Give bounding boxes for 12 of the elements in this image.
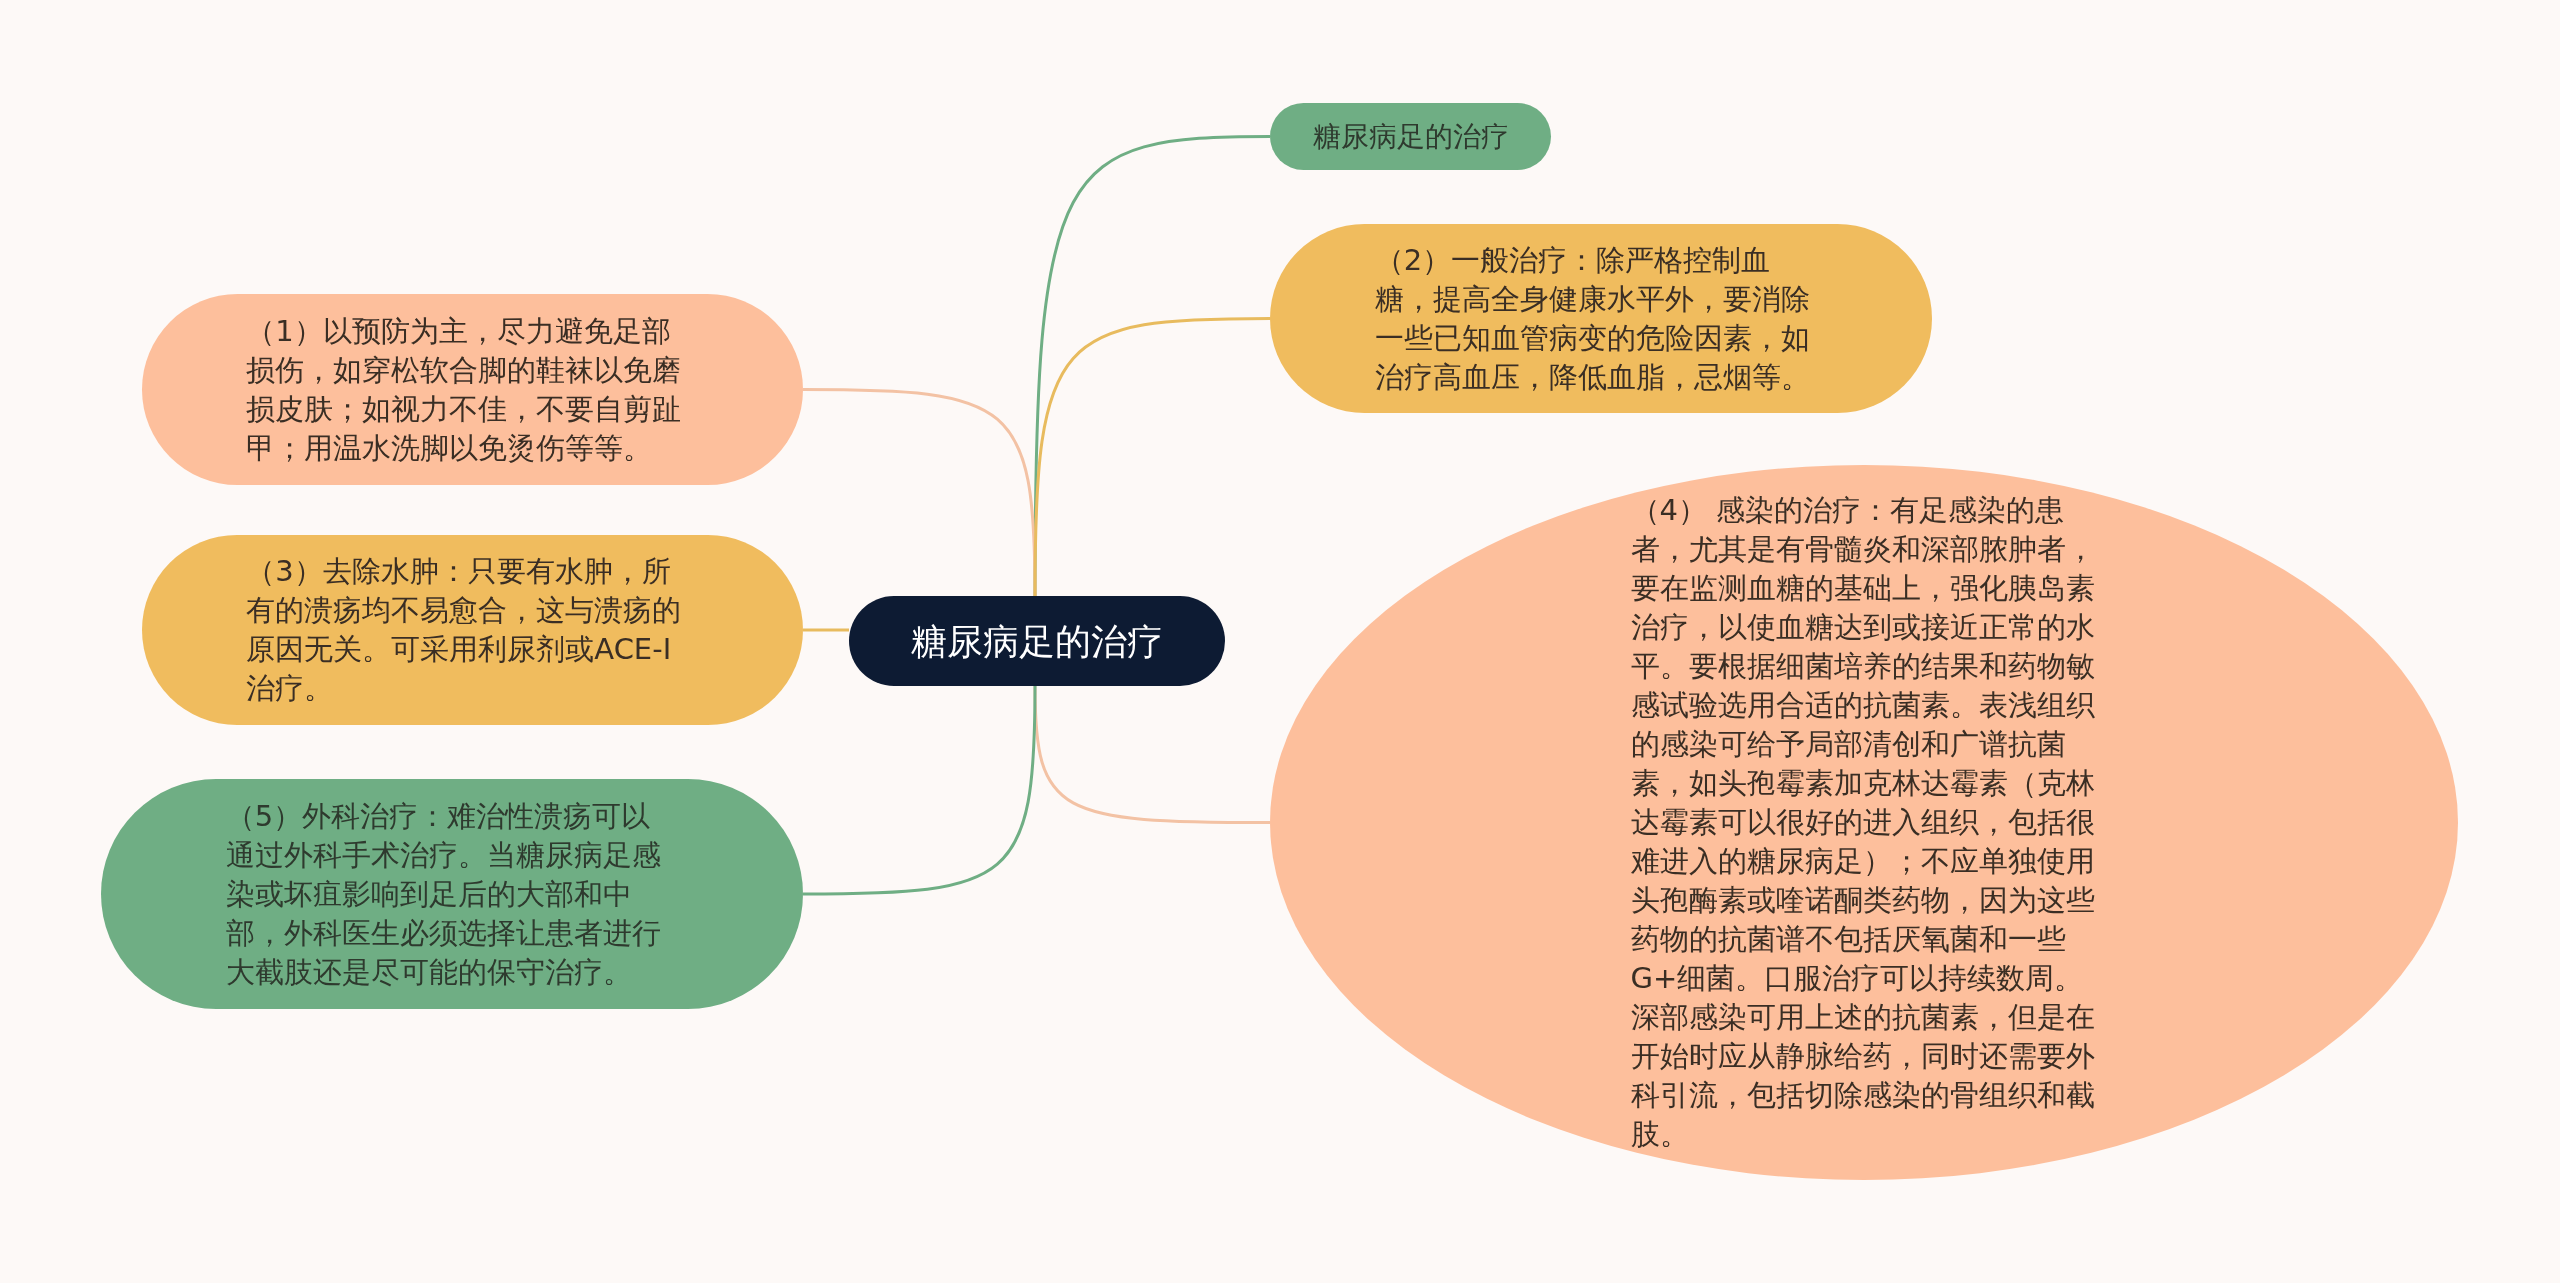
topic-text: 糖尿病足的治疗 [911,621,1163,661]
branch-line [803,686,1037,896]
topic-text: （2）一般治疗：除严格控制血糖，提高全身健康水平外，要消除一些已知血管病变的危险因素，如治疗高血压，降低血脂，忌烟等。 [1374,241,1811,396]
topic-text: （5）外科治疗：难治性溃疡可以通过外科手术治疗。当糖尿病足感染或坏疽影响到足后的大部和中部，外科医生必须选择让患者进行大截肢还是尽可能的保守治疗。 [225,797,662,991]
topic-text: （3）去除水肿：只要有水肿，所有的溃疡均不易愈合，这与溃疡的原因无关。可采用利尿剂或ACE-I治疗。 [246,553,683,707]
branch-line [1033,685,1270,824]
branch-line [803,628,849,632]
branch-line [803,388,1037,596]
topic-text: （1）以预防为主，尽力避免足部损伤，如穿松软合脚的鞋袜以免磨损皮肤；如视力不佳，不要自剪趾甲；用温水洗脚以免烫伤等等。 [246,312,683,467]
topic-text: （4） 感染的治疗：有足感染的患者，尤其是有骨髓炎和深部脓肿者，要在监测血糖的基础上，强化胰岛素治疗，以使血糖达到或接近正常的水平。要根据细菌培养的结果和药物敏感试验选用合适的抗菌素。表浅组织的感染可给予局部清创和广谱抗菌素，如头孢霉素加克林达霉素（克林达霉素可以很好的进入组织，包括很难进入的糖尿病足）；不应单独使用头孢酶素或喹诺酮类药物，因为这些药物的抗菌谱不包括厌氧菌和一些G+细菌。口服治疗可以持续数周。深部感染可用上述的抗菌素，但是在开始时应从静脉给药，同时还需要外科引流，包括切除感染的骨组织和截肢。 [1630,492,2096,1153]
branch-line [1033,317,1270,596]
topic-text: 糖尿病足的治疗 [1312,119,1509,155]
